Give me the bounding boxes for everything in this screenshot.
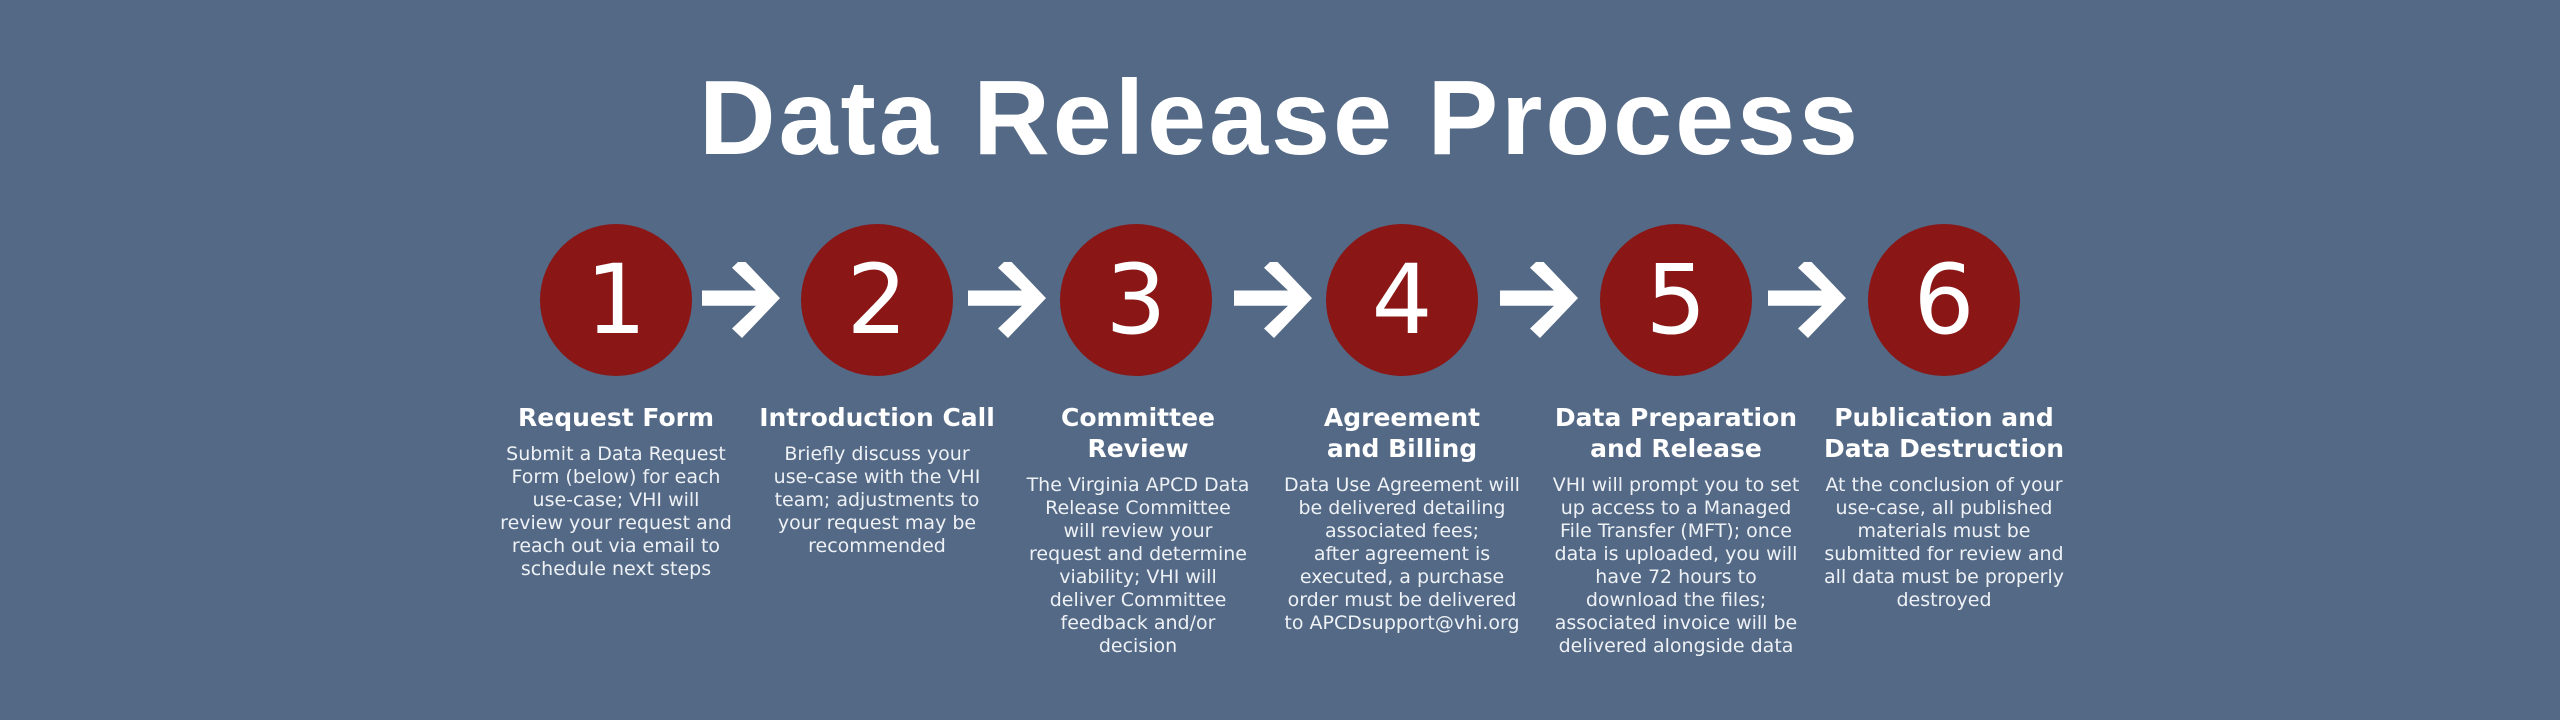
step-1: Request Form Submit a Data Request Form … bbox=[491, 402, 741, 581]
step-5: Data Preparation and Release VHI will pr… bbox=[1546, 402, 1806, 658]
step-title: Publication and Data Destruction bbox=[1823, 403, 2065, 463]
step-1-circle: 1 bbox=[540, 224, 692, 376]
step-title: Request Form bbox=[517, 403, 714, 432]
step-4: Agreement and Billing Data Use Agreement… bbox=[1277, 402, 1527, 635]
step-6: Publication and Data Destruction At the … bbox=[1814, 402, 2074, 612]
step-description: The Virginia APCD Data Release Committee… bbox=[1026, 474, 1250, 657]
step-5-circle: 5 bbox=[1600, 224, 1752, 376]
page-title: Data Release Process bbox=[699, 59, 1861, 177]
step-description: VHI will prompt you to set up access to … bbox=[1552, 474, 1800, 657]
step-3: Committee Review The Virginia APCD Data … bbox=[1013, 402, 1263, 658]
step-title: Data Preparation and Release bbox=[1554, 403, 1798, 463]
step-description: At the conclusion of your use-case, all … bbox=[1824, 474, 2064, 611]
step-3-circle: 3 bbox=[1060, 224, 1212, 376]
arrow-right-icon bbox=[1234, 262, 1312, 338]
step-2-circle: 2 bbox=[801, 224, 953, 376]
arrow-right-icon bbox=[1768, 262, 1846, 338]
step-title: Agreement and Billing bbox=[1323, 403, 1481, 463]
arrow-right-icon bbox=[968, 262, 1046, 338]
arrow-right-icon bbox=[702, 262, 780, 338]
arrow-right-icon bbox=[1500, 262, 1578, 338]
step-4-circle: 4 bbox=[1326, 224, 1478, 376]
step-description: Data Use Agreement will be delivered det… bbox=[1284, 474, 1520, 634]
step-6-circle: 6 bbox=[1868, 224, 2020, 376]
step-number: 3 bbox=[1105, 244, 1167, 356]
step-number: 5 bbox=[1645, 244, 1707, 356]
step-number: 4 bbox=[1371, 244, 1433, 356]
step-number: 1 bbox=[585, 244, 647, 356]
step-number: 2 bbox=[846, 244, 908, 356]
step-number: 6 bbox=[1913, 244, 1975, 356]
step-title: Introduction Call bbox=[759, 403, 995, 432]
step-description: Submit a Data Request Form (below) for e… bbox=[500, 443, 732, 580]
step-title: Committee Review bbox=[1060, 403, 1215, 463]
step-description: Briefly discuss your use-case with the V… bbox=[773, 443, 981, 557]
step-2: Introduction Call Briefly discuss your u… bbox=[752, 402, 1002, 558]
